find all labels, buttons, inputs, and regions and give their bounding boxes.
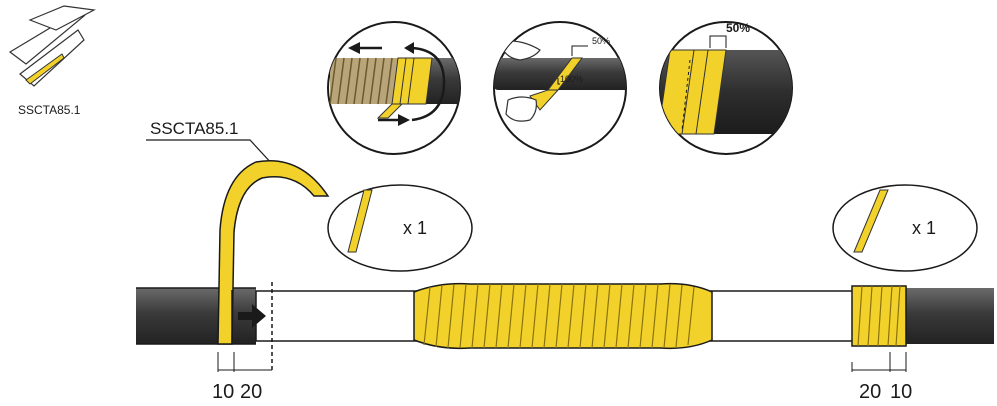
left-dimension [217, 352, 272, 372]
overlap-result-label: 50% [726, 21, 750, 35]
arrow-right-icon-main [238, 304, 266, 328]
hand-icon-lower [505, 96, 537, 122]
arrow-right-icon [378, 114, 410, 126]
overlap-full-label: 100% [560, 74, 583, 84]
callout-leader-line [146, 139, 275, 167]
inset-wrap-direction [327, 21, 461, 155]
tape-strip [217, 160, 330, 345]
inset-overlap: 50% 100% [493, 21, 627, 155]
right-quantity-note: x 1 [832, 184, 978, 272]
left-quantity-note: x 1 [327, 184, 473, 272]
rotation-arrow-icon [411, 46, 446, 122]
arrow-left-icon [348, 42, 382, 54]
right-quantity-label: x 1 [912, 218, 936, 238]
product-code-label: SSCTA85.1 [18, 103, 81, 117]
overlap-half-label: 50% [592, 36, 610, 46]
product-icon [8, 5, 96, 87]
hand-icon [499, 40, 541, 61]
callout-code-label: SSCTA85.1 [150, 119, 239, 138]
dimension-right-b: 10 [890, 381, 912, 403]
middle-wrap [413, 282, 713, 350]
dimension-left-a: 10 [212, 381, 234, 403]
dimension-left-b: 20 [240, 381, 262, 403]
right-dimension [851, 352, 907, 372]
inset-overlap-result: 50% [659, 21, 793, 155]
dimension-right-a: 20 [859, 381, 881, 403]
right-wrap [851, 285, 907, 347]
left-quantity-label: x 1 [403, 218, 427, 238]
